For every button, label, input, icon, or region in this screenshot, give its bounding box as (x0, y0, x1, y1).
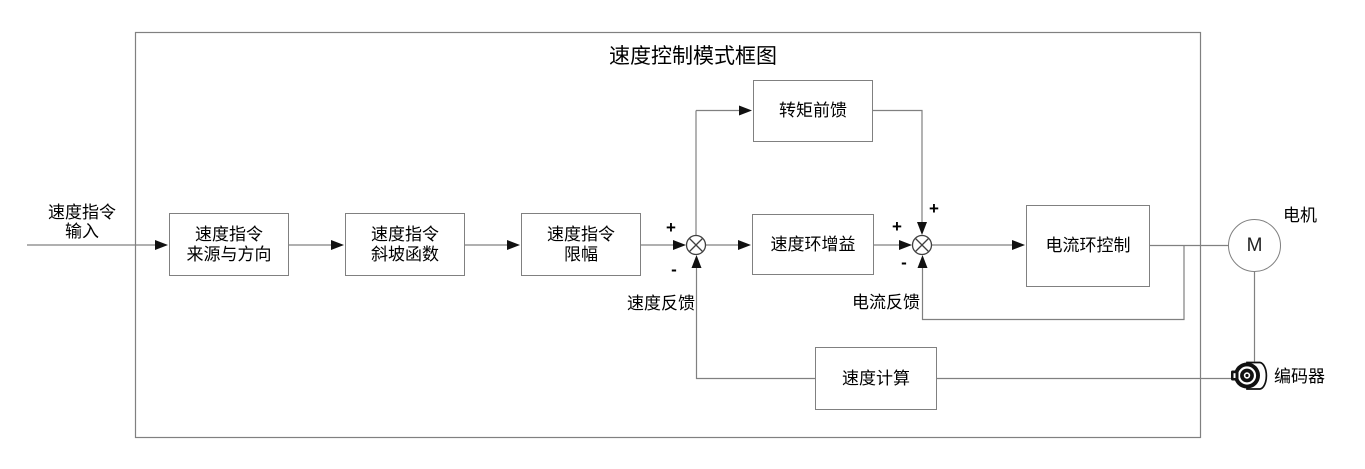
block-speed-calc: 速度计算 (815, 347, 937, 410)
arrow-into-source (155, 240, 168, 250)
current-feedback-label: 电流反馈 (852, 293, 920, 312)
block-speed-cmd-limit: 速度指令 限幅 (521, 213, 641, 276)
arrow-speedfb-into-sum1 (691, 255, 702, 268)
block-speed-calc-label: 速度计算 (842, 368, 910, 388)
arrow-currentfb-into-sum2 (917, 255, 928, 268)
block-speed-cmd-limit-line1: 速度指令 (547, 224, 615, 244)
sum-junction-1 (685, 234, 707, 256)
block-current-loop-control: 电流环控制 (1026, 205, 1150, 287)
sum2-plus-left-sign: + (892, 217, 902, 236)
arrow-into-gain (738, 240, 751, 250)
motor-label: 电机 (1283, 206, 1317, 225)
sum1-cross-icon (689, 238, 703, 252)
arrow-into-currentloop (1012, 240, 1025, 250)
input-label: 速度指令 输入 (30, 203, 134, 241)
diagram-frame (134, 31, 1202, 439)
sum2-cross-icon (915, 238, 929, 252)
block-speed-cmd-ramp: 速度指令 斜坡函数 (345, 213, 465, 276)
block-speed-cmd-ramp-line2: 斜坡函数 (371, 244, 439, 264)
speed-feedback-line (695, 267, 815, 380)
block-speed-loop-gain: 速度环增益 (752, 214, 874, 275)
block-speed-cmd-limit-line2: 限幅 (564, 244, 598, 264)
arrow-into-ramp (331, 240, 344, 250)
sum1-minus-sign: - (671, 260, 677, 279)
encoder-icon (1231, 361, 1268, 390)
arrow-into-feedforward (739, 105, 752, 116)
speed-feedback-label: 速度反馈 (627, 294, 695, 313)
block-speed-cmd-ramp-line1: 速度指令 (371, 224, 439, 244)
block-torque-feedforward-label: 转矩前馈 (779, 101, 847, 120)
block-speed-cmd-source-line2: 来源与方向 (186, 244, 272, 264)
arrow-into-sum1 (673, 240, 686, 250)
sum2-minus-sign: - (901, 253, 907, 272)
arrow-into-limit (507, 240, 520, 250)
encoder-label: 编码器 (1274, 367, 1325, 386)
current-feedback-line (921, 245, 1185, 321)
input-label-line1: 速度指令 (48, 203, 116, 222)
block-speed-cmd-source-line1: 速度指令 (195, 224, 263, 244)
feedforward-out-line (873, 109, 923, 223)
sum1-plus-sign: + (666, 218, 676, 237)
input-label-line2: 输入 (65, 222, 99, 241)
block-current-loop-control-label: 电流环控制 (1045, 236, 1131, 255)
motor-symbol-letter: M (1246, 234, 1263, 256)
block-torque-feedforward: 转矩前馈 (753, 80, 873, 142)
sum2-plus-top-sign: + (929, 199, 939, 218)
block-speed-cmd-source: 速度指令 来源与方向 (169, 213, 289, 276)
arrow-into-sum2 (899, 240, 912, 250)
arrow-feedforward-into-sum2 (917, 222, 927, 235)
block-speed-loop-gain-label: 速度环增益 (770, 234, 856, 254)
sum-junction-2 (911, 234, 933, 256)
motor-symbol: M (1228, 219, 1281, 272)
diagram-title: 速度控制模式框图 (609, 45, 777, 68)
